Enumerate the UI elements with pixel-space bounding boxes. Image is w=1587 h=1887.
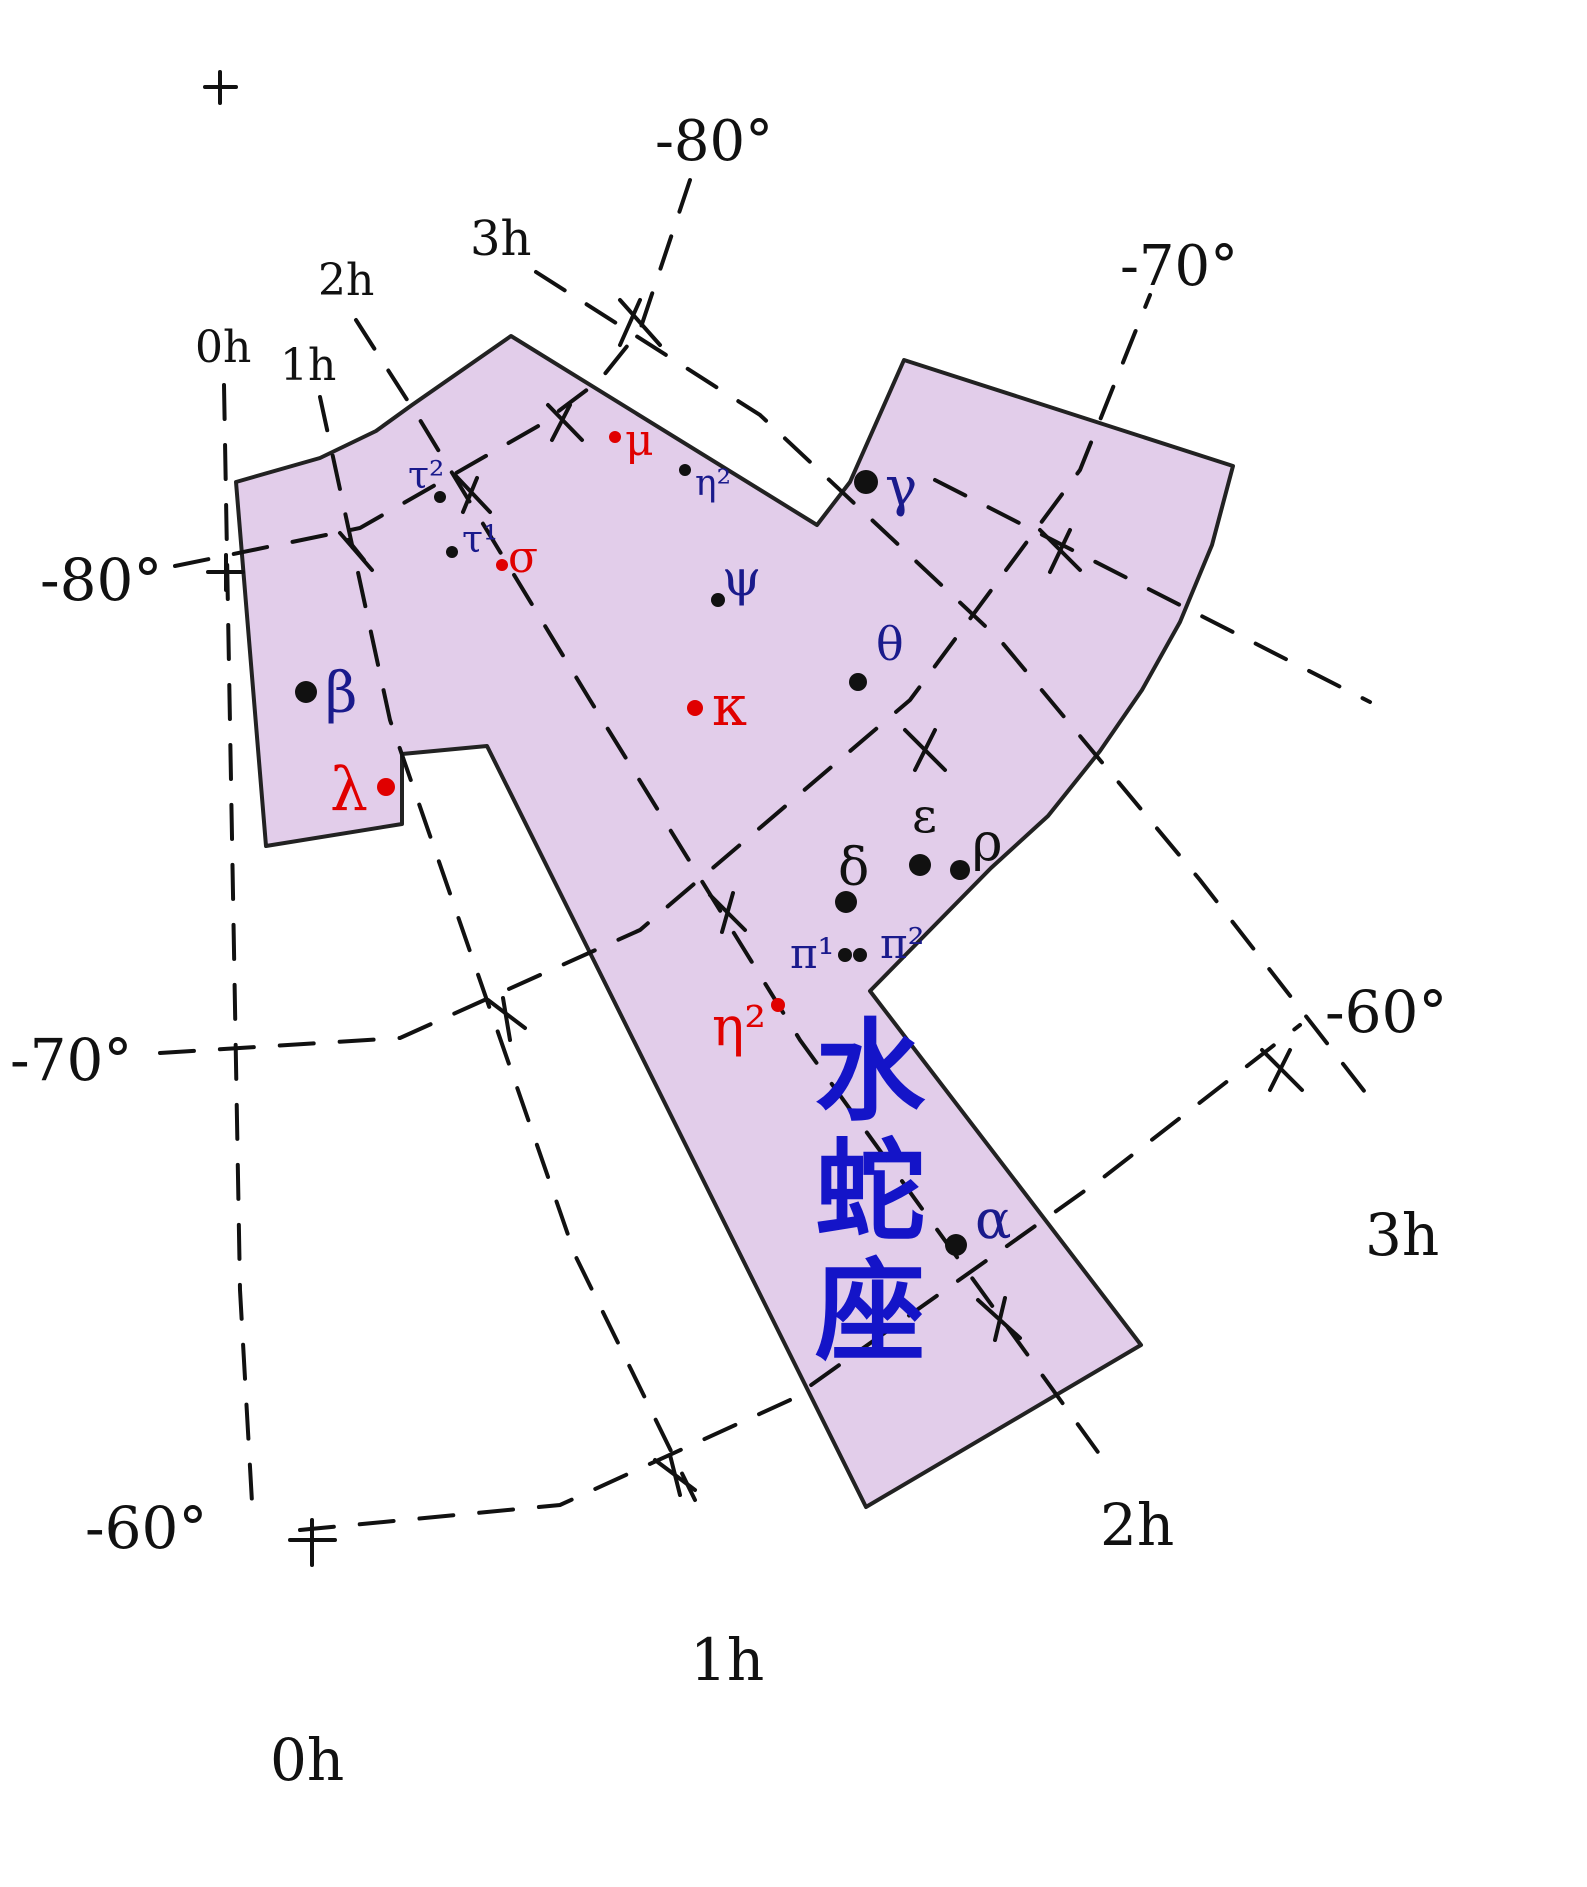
cross-marker	[976, 1296, 1022, 1342]
star-dot	[909, 854, 931, 876]
ra-line-0h	[222, 383, 255, 1522]
star-label-gamma: γ	[885, 455, 917, 518]
star-label-epsilon: ε	[912, 788, 937, 844]
star-label-sigma: σ	[508, 532, 538, 583]
ra-label-3h-right: 3h	[1365, 1201, 1439, 1269]
star-labels: β λ τ² τ¹ σ μ η² γ ψ θ κ δ ε ρ π¹ π² η² …	[325, 415, 1011, 1251]
ra-line-2h	[354, 318, 1102, 1457]
star-dot	[950, 860, 970, 880]
constellation-name: 水蛇座	[815, 1008, 926, 1376]
star-dot	[945, 1234, 967, 1256]
star-label-tau1: τ¹	[462, 517, 498, 561]
dec-grid-lines	[158, 178, 1302, 1532]
star-label-kappa: κ	[712, 674, 747, 739]
star-dot	[687, 700, 703, 716]
constellation-name-char: 水	[815, 1008, 926, 1136]
constellation-name-char: 蛇	[815, 1128, 925, 1256]
cross-marker	[903, 728, 947, 772]
star-label-pi1: π¹	[790, 929, 834, 978]
star-label-psi: ψ	[722, 549, 761, 607]
cross-marker	[1260, 1048, 1304, 1092]
cross-marker	[618, 298, 662, 347]
star-dot	[835, 891, 857, 913]
star-dot	[377, 778, 395, 796]
star-dot	[295, 681, 317, 703]
ra-label-0h-bottom: 0h	[270, 1726, 344, 1794]
ra-label-2h-top: 2h	[318, 255, 374, 306]
cross-marker	[486, 996, 527, 1042]
constellation-name-text: 水蛇座	[815, 1008, 926, 1376]
star-dot	[446, 546, 458, 558]
star-label-theta: θ	[876, 617, 904, 671]
dec-line-minus80	[173, 178, 692, 568]
grid-crosses	[203, 70, 1304, 1567]
star-label-beta: β	[325, 661, 357, 726]
star-dot	[496, 559, 508, 571]
dec-line-minus60	[298, 1023, 1302, 1532]
ra-label-0h-top: 0h	[195, 322, 251, 373]
constellation-name-char: 座	[815, 1248, 925, 1376]
star-dot	[854, 470, 878, 494]
star-dot	[771, 998, 785, 1012]
star-dot	[711, 593, 725, 607]
dec-label-minus80-top: -80°	[655, 109, 773, 174]
dec-label-minus70-top: -70°	[1120, 234, 1238, 299]
dec-label-minus60-left: -60°	[85, 1494, 207, 1562]
cross-marker	[708, 891, 747, 934]
star-label-eta2-red: η²	[712, 995, 766, 1058]
star-dot	[849, 673, 867, 691]
star-dot	[609, 431, 621, 443]
cross-marker	[338, 531, 374, 572]
star-dots	[295, 431, 970, 1256]
star-label-lambda: λ	[330, 755, 368, 825]
dec-label-minus60-right: -60°	[1325, 978, 1447, 1046]
ra-line-1h	[318, 395, 697, 1502]
star-label-delta: δ	[838, 838, 869, 898]
ra-label-2h-bottom: 2h	[1100, 1491, 1174, 1559]
star-label-mu: μ	[625, 415, 654, 466]
cross-marker	[1038, 528, 1082, 574]
star-label-alpha: α	[975, 1188, 1011, 1251]
star-label-pi2: π²	[880, 919, 924, 968]
ra-label-1h-bottom: 1h	[690, 1626, 764, 1694]
cross-marker	[203, 70, 238, 105]
star-dot	[838, 948, 852, 962]
star-label-eta2: η²	[695, 463, 731, 504]
cross-marker	[206, 553, 245, 592]
ra-label-1h-top: 1h	[280, 340, 336, 391]
cross-marker	[546, 403, 584, 442]
dec-label-minus70-left: -70°	[10, 1026, 132, 1094]
ra-line-3h-ext	[933, 478, 1372, 704]
dec-line-minus70	[158, 293, 1152, 1055]
cross-marker	[288, 1518, 337, 1567]
ra-grid-lines	[222, 270, 1377, 1522]
coordinate-labels: 0h 1h 2h 3h -80° -70° -80° -70° -60° -60…	[10, 109, 1447, 1794]
star-dot	[434, 491, 446, 503]
star-dot	[853, 948, 867, 962]
cross-marker	[453, 473, 492, 514]
star-dot	[679, 464, 691, 476]
dec-label-minus80-left: -80°	[40, 546, 162, 614]
cross-marker	[653, 1453, 697, 1497]
star-label-tau2: τ²	[408, 453, 444, 497]
star-label-rho: ρ	[972, 813, 1003, 873]
ra-label-3h-top: 3h	[470, 211, 531, 267]
